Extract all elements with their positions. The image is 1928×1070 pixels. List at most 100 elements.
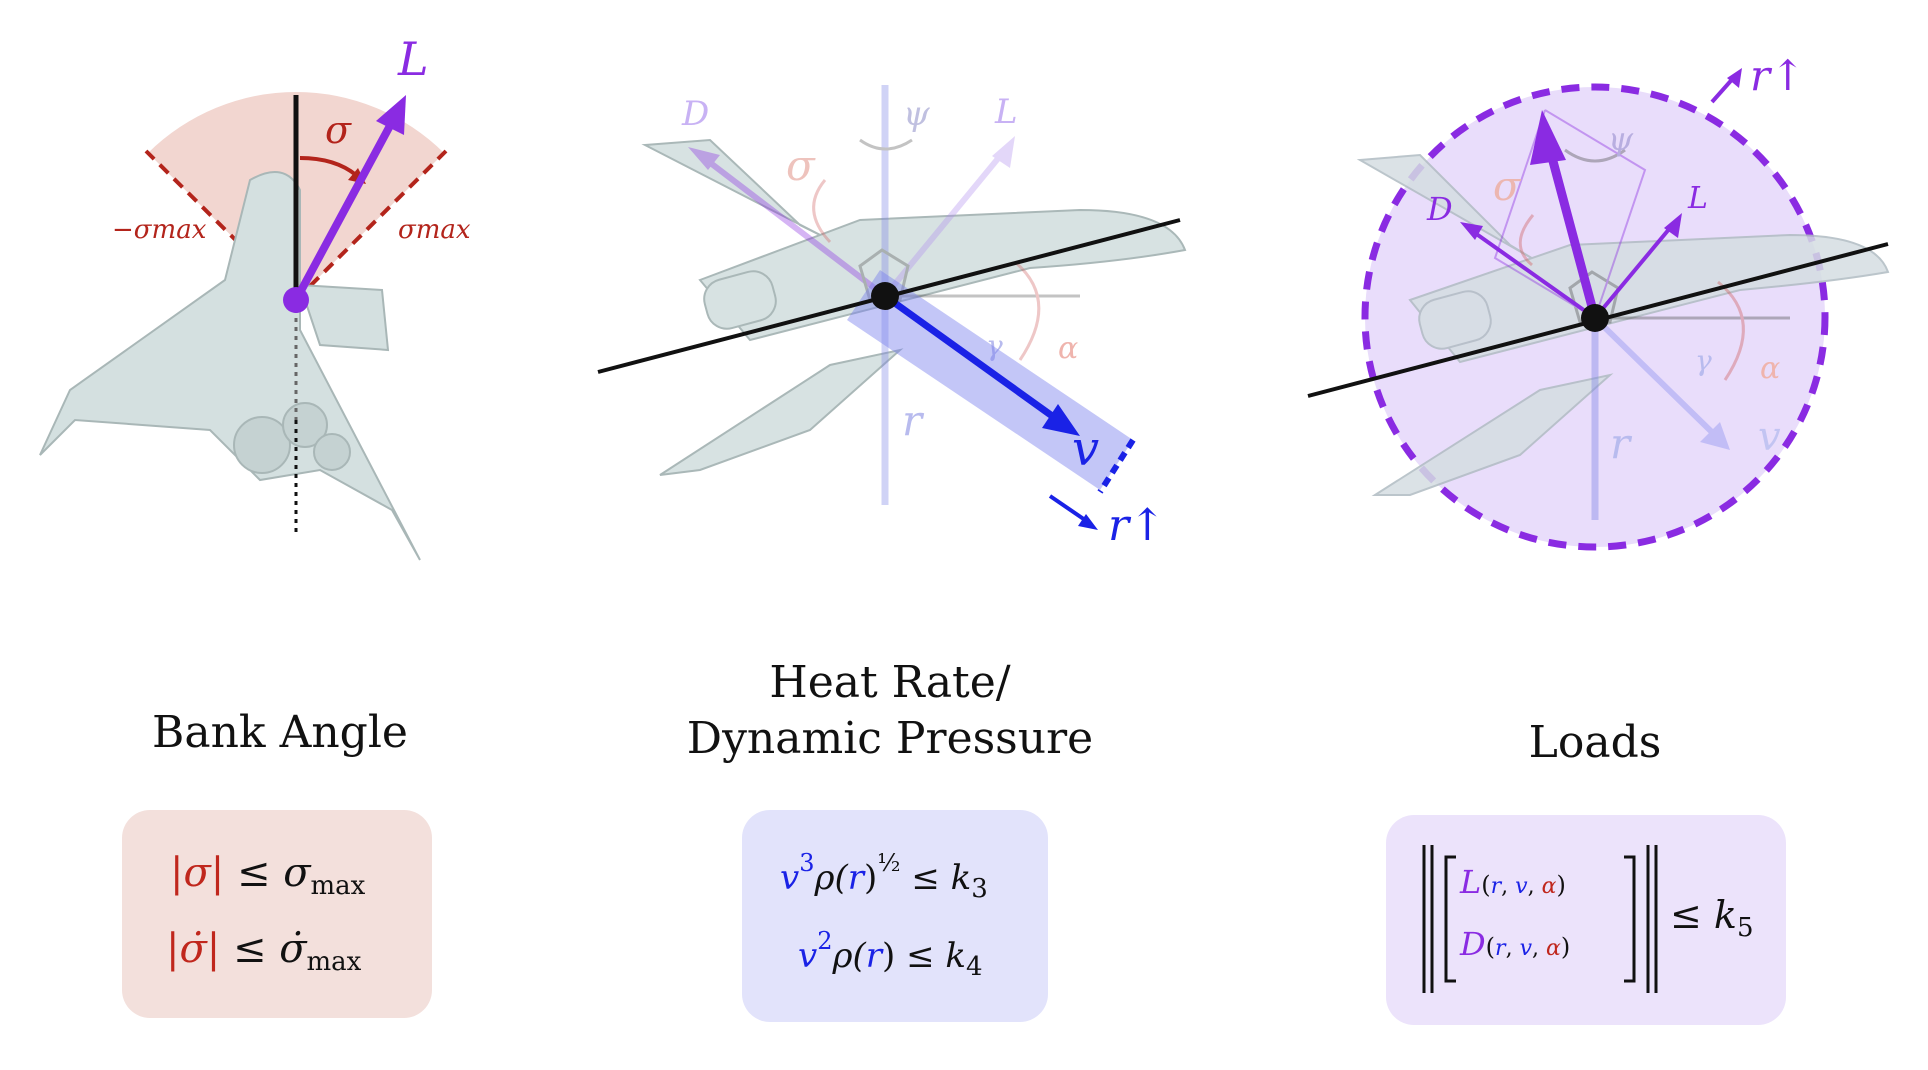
loads-eq-L-symbol: L xyxy=(1460,863,1482,901)
bank-eq-1: |σ| ≤ σmax xyxy=(170,850,365,901)
bank-eq-2-lhs: |σ̇| xyxy=(166,926,221,972)
lift-label: L xyxy=(1687,181,1708,216)
heat-eq-1-close: ) xyxy=(864,858,878,898)
resultant-force-vector xyxy=(1545,148,1600,320)
loads-title: Loads xyxy=(1528,717,1662,768)
bank-eq-1-lhs: |σ| xyxy=(170,850,225,896)
heat-rate-title-line1: Heat Rate/ xyxy=(769,657,1011,708)
heat-eq-2-k-sub: 4 xyxy=(966,952,983,982)
faded-velocity-label: v xyxy=(1758,414,1781,460)
psi-label: ψ xyxy=(903,94,930,134)
heat-eq-2-rel: ≤ k xyxy=(906,936,967,976)
velocity-arrowhead xyxy=(1042,404,1080,436)
heat-rate-diagram: D L ψ σ r γ α v r↑ xyxy=(597,85,1187,551)
bank-constraint-box: |σ| ≤ σmax |σ̇| ≤ σ̇max xyxy=(122,810,432,1018)
faded-sigma-arc xyxy=(812,179,832,244)
loads-eq-L-comma1: , xyxy=(1501,874,1516,899)
bank-eq-2: |σ̇| ≤ σ̇max xyxy=(166,926,361,977)
sigma-max-line xyxy=(294,149,448,302)
heat-eq-1-k-sub: 3 xyxy=(971,874,988,904)
faded-sigma-label: σ xyxy=(1493,164,1522,210)
heat-eq-2-close: ) xyxy=(882,936,896,976)
neg-sigma-max-line xyxy=(144,149,298,302)
drag-vector xyxy=(1466,226,1597,320)
drag-label: D xyxy=(681,94,709,134)
bank-eq-1-rhs-sub: max xyxy=(310,871,366,901)
alpha-arc xyxy=(1717,280,1745,381)
bank-eq-2-rel: ≤ xyxy=(232,926,267,972)
loads-panel: ψ σ r γ α v D L r↑ Loads xyxy=(1280,0,1928,1070)
faded-sigma-arc xyxy=(1518,214,1535,267)
bank-angle-title: Bank Angle xyxy=(152,707,408,758)
heat-eq-2-rho: ρ( xyxy=(832,936,866,976)
radius-label: r xyxy=(1610,419,1633,468)
left-bracket xyxy=(1444,855,1456,983)
heat-eq-1-frac: ½ xyxy=(877,849,901,877)
lift-arrowhead xyxy=(376,95,406,135)
r-up-label: r↑ xyxy=(1750,51,1805,100)
loads-eq-L: L(r, v, α) xyxy=(1460,863,1566,901)
heat-eq-1-exp: 3 xyxy=(799,849,815,877)
loads-eq-L-close: ) xyxy=(1556,871,1566,899)
loads-diagram: ψ σ r γ α v D L r↑ xyxy=(1307,51,1890,551)
resultant-force-arrowhead xyxy=(1530,110,1566,165)
lift-vector xyxy=(1593,220,1677,320)
loads-eq-k-sub: 5 xyxy=(1736,913,1754,943)
alpha-label: α xyxy=(1760,351,1780,386)
shuttle-side-icon xyxy=(1356,153,1890,496)
bank-eq-2-rhs-sub: max xyxy=(306,947,362,977)
radius-label: r xyxy=(902,396,925,445)
loads-eq-rhs: ≤ k5 xyxy=(1670,893,1754,943)
psi-arc xyxy=(1564,148,1626,163)
r-up-label: r↑ xyxy=(1108,500,1166,551)
right-bracket xyxy=(1624,855,1636,983)
loads-eq-D-v: v xyxy=(1519,936,1532,961)
gamma-label: γ xyxy=(986,329,1003,362)
alpha-label: α xyxy=(1058,331,1078,366)
loads-eq-D: D(r, v, α) xyxy=(1460,925,1570,963)
heat-eq-2: v2ρ(r) ≤ k4 xyxy=(798,927,983,982)
sigma-max-label: σmax xyxy=(398,215,471,245)
lift-vector xyxy=(292,120,396,302)
loads-eq-L-alpha: α xyxy=(1541,874,1557,899)
heat-rate-title: Heat Rate/ Dynamic Pressure xyxy=(560,655,1220,767)
center-of-mass xyxy=(283,287,309,313)
loads-eq-D-comma1: , xyxy=(1505,936,1520,961)
bank-angle-panel: L σ −σmax σmax Bank Angle |σ| ≤ σmax |σ̇… xyxy=(0,0,560,1070)
loads-eq-D-alpha: α xyxy=(1546,936,1561,961)
faded-sigma-label: σ xyxy=(786,141,816,190)
psi-arc xyxy=(859,138,913,151)
faded-lift-label: L xyxy=(994,92,1018,132)
bank-angle-diagram: L σ −σmax σmax xyxy=(39,32,471,561)
loads-constraint-box: L(r, v, α) D(r, v, α) ≤ k5 xyxy=(1386,815,1786,1025)
heat-eq-1-v: v xyxy=(780,858,800,898)
heat-eq-2-r: r xyxy=(865,936,883,976)
velocity-vector xyxy=(882,293,1058,421)
center-of-mass xyxy=(1581,304,1609,332)
heat-eq-1-r: r xyxy=(847,858,865,898)
bank-eq-2-rhs: σ̇ xyxy=(279,926,307,972)
norm-bars xyxy=(1422,845,1658,993)
bank-eq-1-rel: ≤ xyxy=(236,850,271,896)
loads-eq-D-symbol: D xyxy=(1460,925,1486,963)
loads-eq-L-r: r xyxy=(1490,874,1502,899)
gamma-label: γ xyxy=(1695,344,1712,377)
alpha-arc xyxy=(1014,260,1041,361)
neg-sigma-max-label: −σmax xyxy=(112,215,207,245)
sigma-label: σ xyxy=(325,108,352,152)
loads-eq-L-open: ( xyxy=(1481,871,1491,899)
sigma-arc xyxy=(299,156,358,177)
psi-label: ψ xyxy=(1608,120,1634,158)
heat-constraint-box: v3ρ(r)½ ≤ k3 v2ρ(r) ≤ k4 xyxy=(742,810,1048,1022)
heat-rate-panel: D L ψ σ r γ α v r↑ Heat Rate/ Dynamic Pr… xyxy=(560,0,1220,1070)
center-of-mass xyxy=(871,282,899,310)
shuttle-side-icon xyxy=(641,138,1187,476)
velocity-band-edge xyxy=(1097,438,1136,494)
heat-eq-2-exp: 2 xyxy=(817,927,833,955)
heat-eq-2-v: v xyxy=(798,936,818,976)
loads-eq-L-v: v xyxy=(1515,874,1528,899)
heat-eq-1-rho: ρ( xyxy=(814,858,848,898)
loads-eq-D-r: r xyxy=(1495,936,1506,961)
drag-vector xyxy=(698,152,887,299)
loads-eq-L-comma2: , xyxy=(1527,874,1542,899)
